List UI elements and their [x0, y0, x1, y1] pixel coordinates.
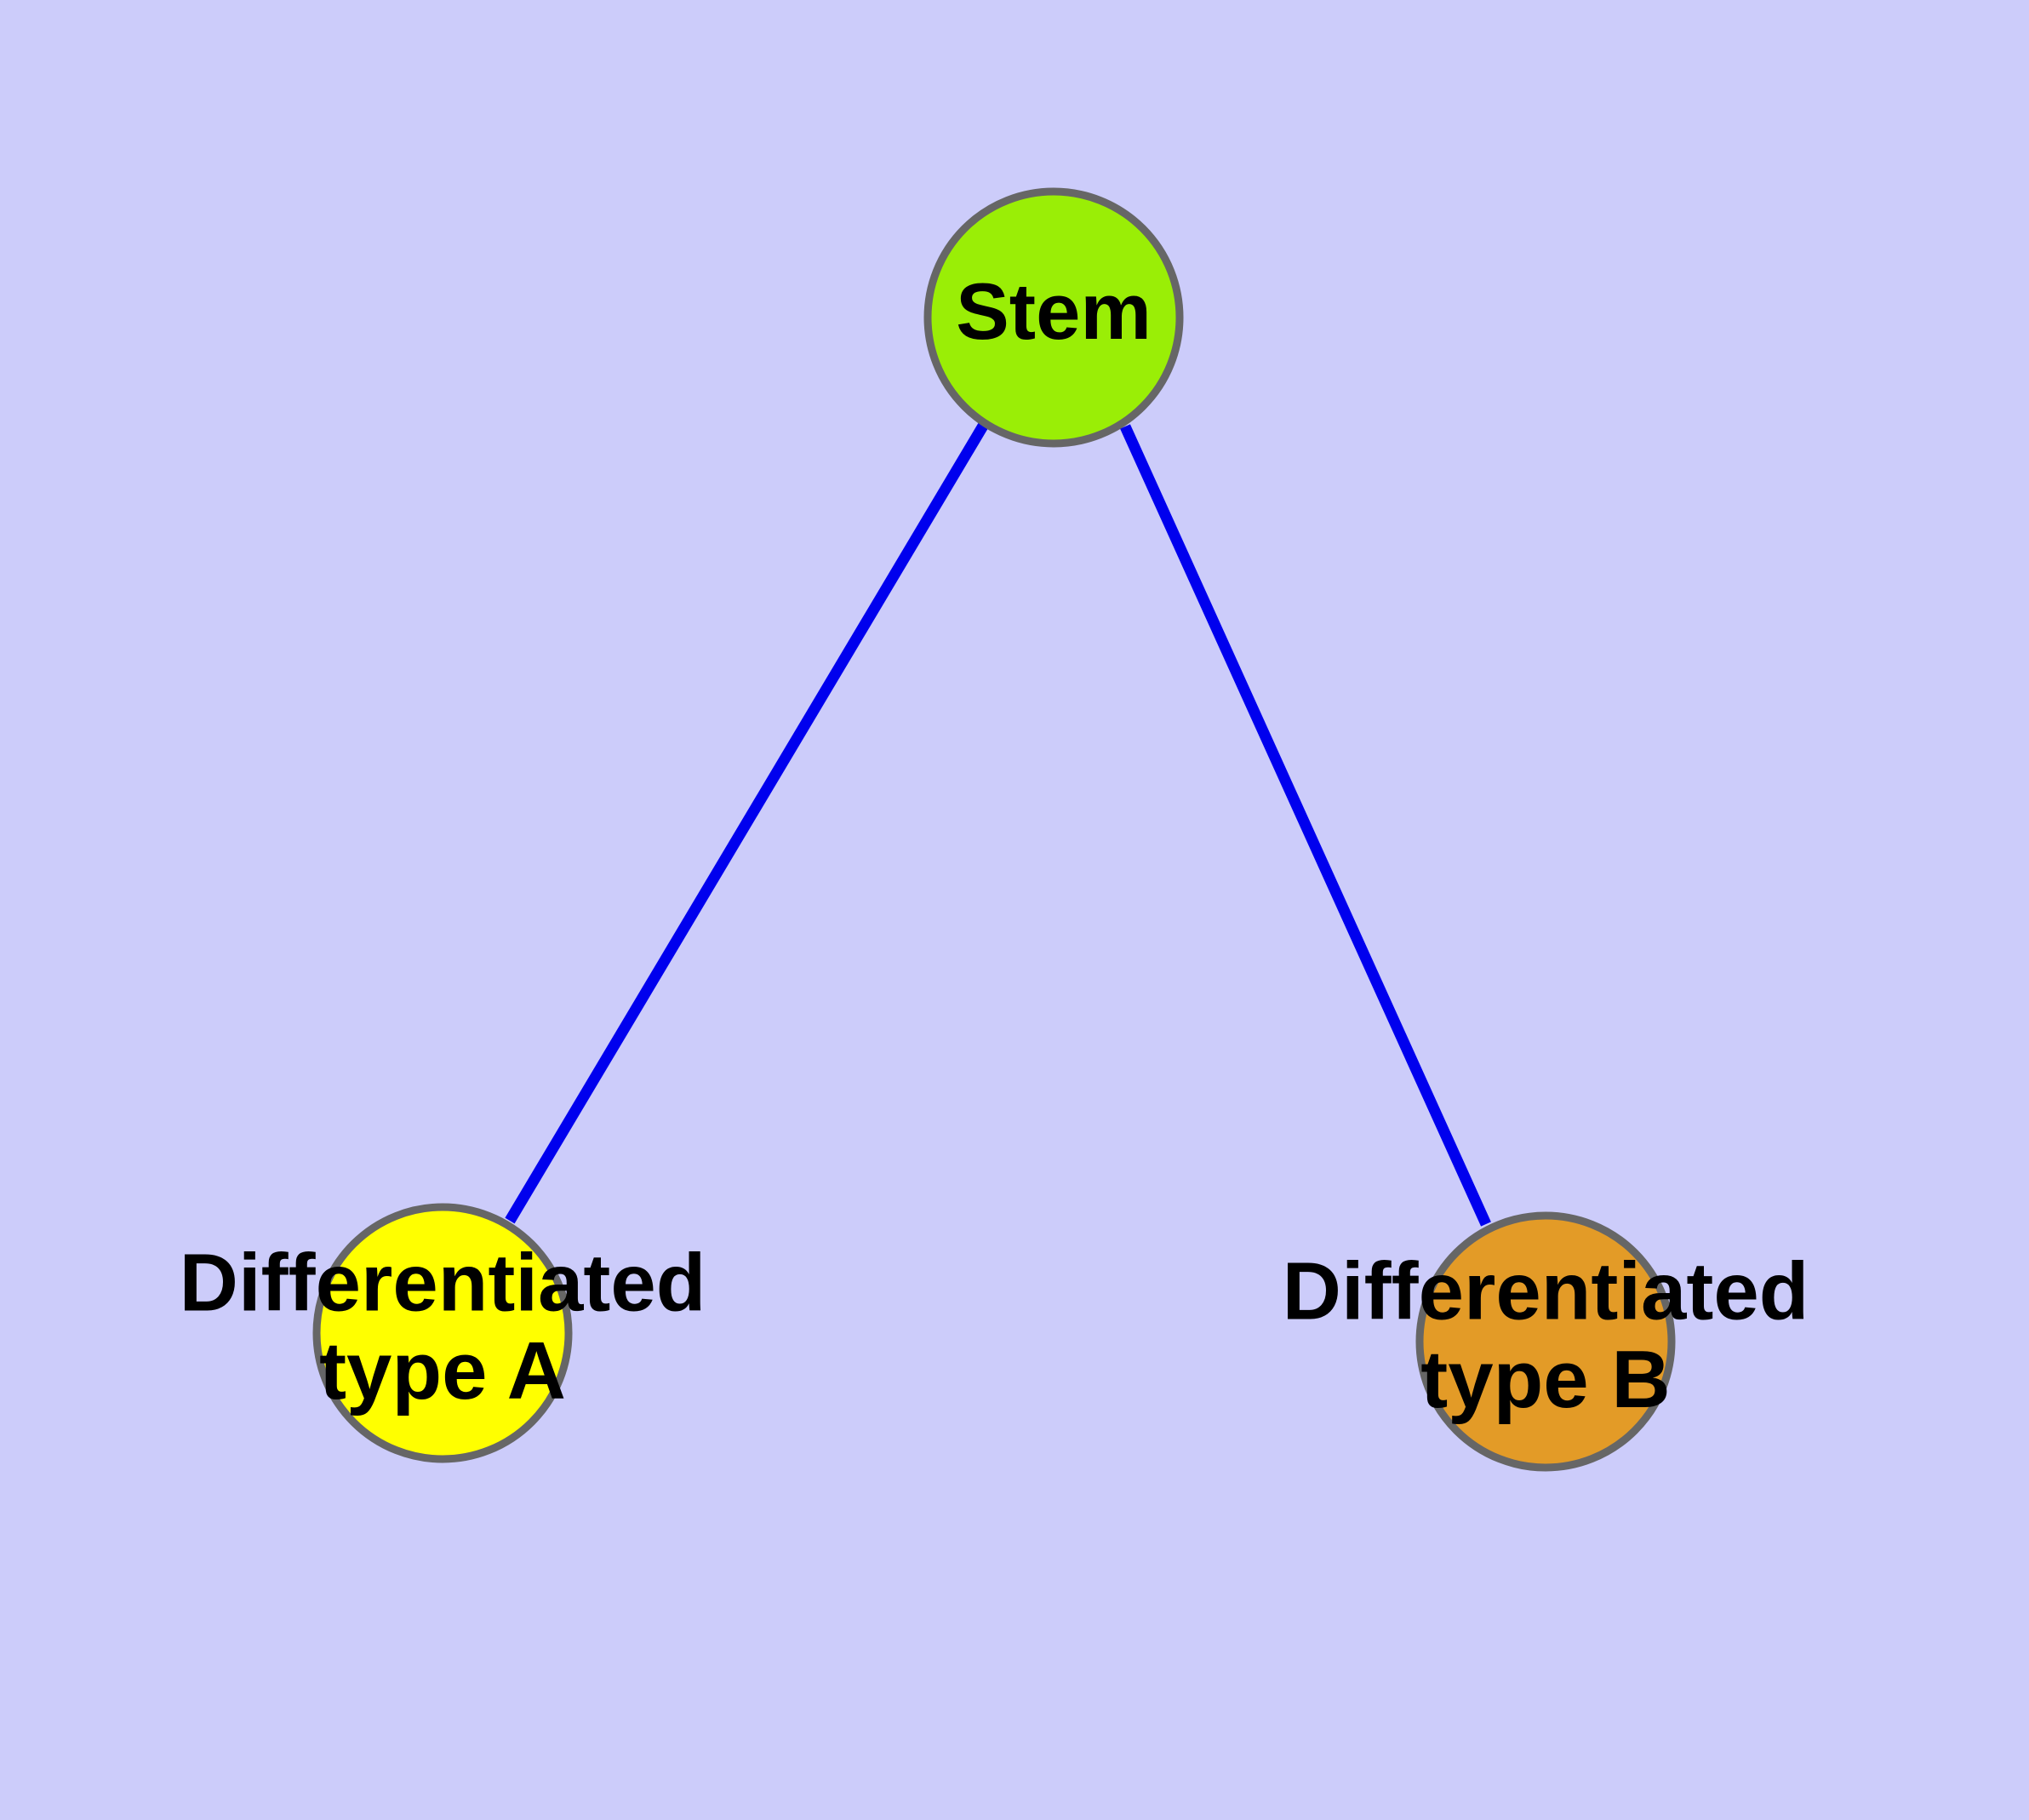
node-diff-a-label-line2: type A: [319, 1325, 566, 1417]
edge-stem-to-diff-a[interactable]: [505, 420, 990, 1224]
node-diff-b-label-line1: Differentiated: [1283, 1246, 1809, 1337]
node-diff-b-label-line2: type B: [1420, 1334, 1670, 1425]
node-diff-a-circle[interactable]: [312, 1203, 573, 1463]
node-diff-b-circle[interactable]: [1415, 1211, 1676, 1472]
edge-stem-to-diff-b[interactable]: [1120, 424, 1491, 1227]
node-diff-a[interactable]: Differentiated type A: [180, 1203, 706, 1463]
node-stem-circle[interactable]: [923, 187, 1184, 448]
node-diff-a-label-line1: Differentiated: [180, 1238, 706, 1329]
edge-layer: [505, 420, 1491, 1227]
node-stem[interactable]: Stem: [923, 187, 1184, 448]
node-stem-label: Stem: [956, 266, 1152, 356]
node-diff-b[interactable]: Differentiated type B: [1283, 1211, 1809, 1472]
